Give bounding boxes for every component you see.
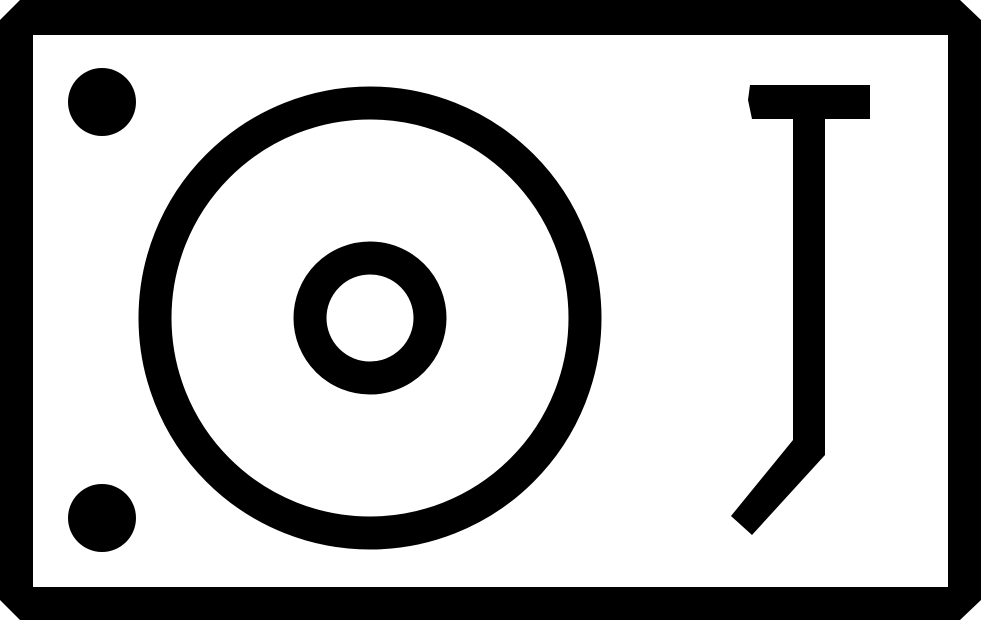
corner-dot-top [68,68,136,136]
platter-ring [138,86,602,550]
corner-dot-bottom [68,484,136,552]
tonearm [731,85,870,535]
spindle-ring [293,241,447,395]
